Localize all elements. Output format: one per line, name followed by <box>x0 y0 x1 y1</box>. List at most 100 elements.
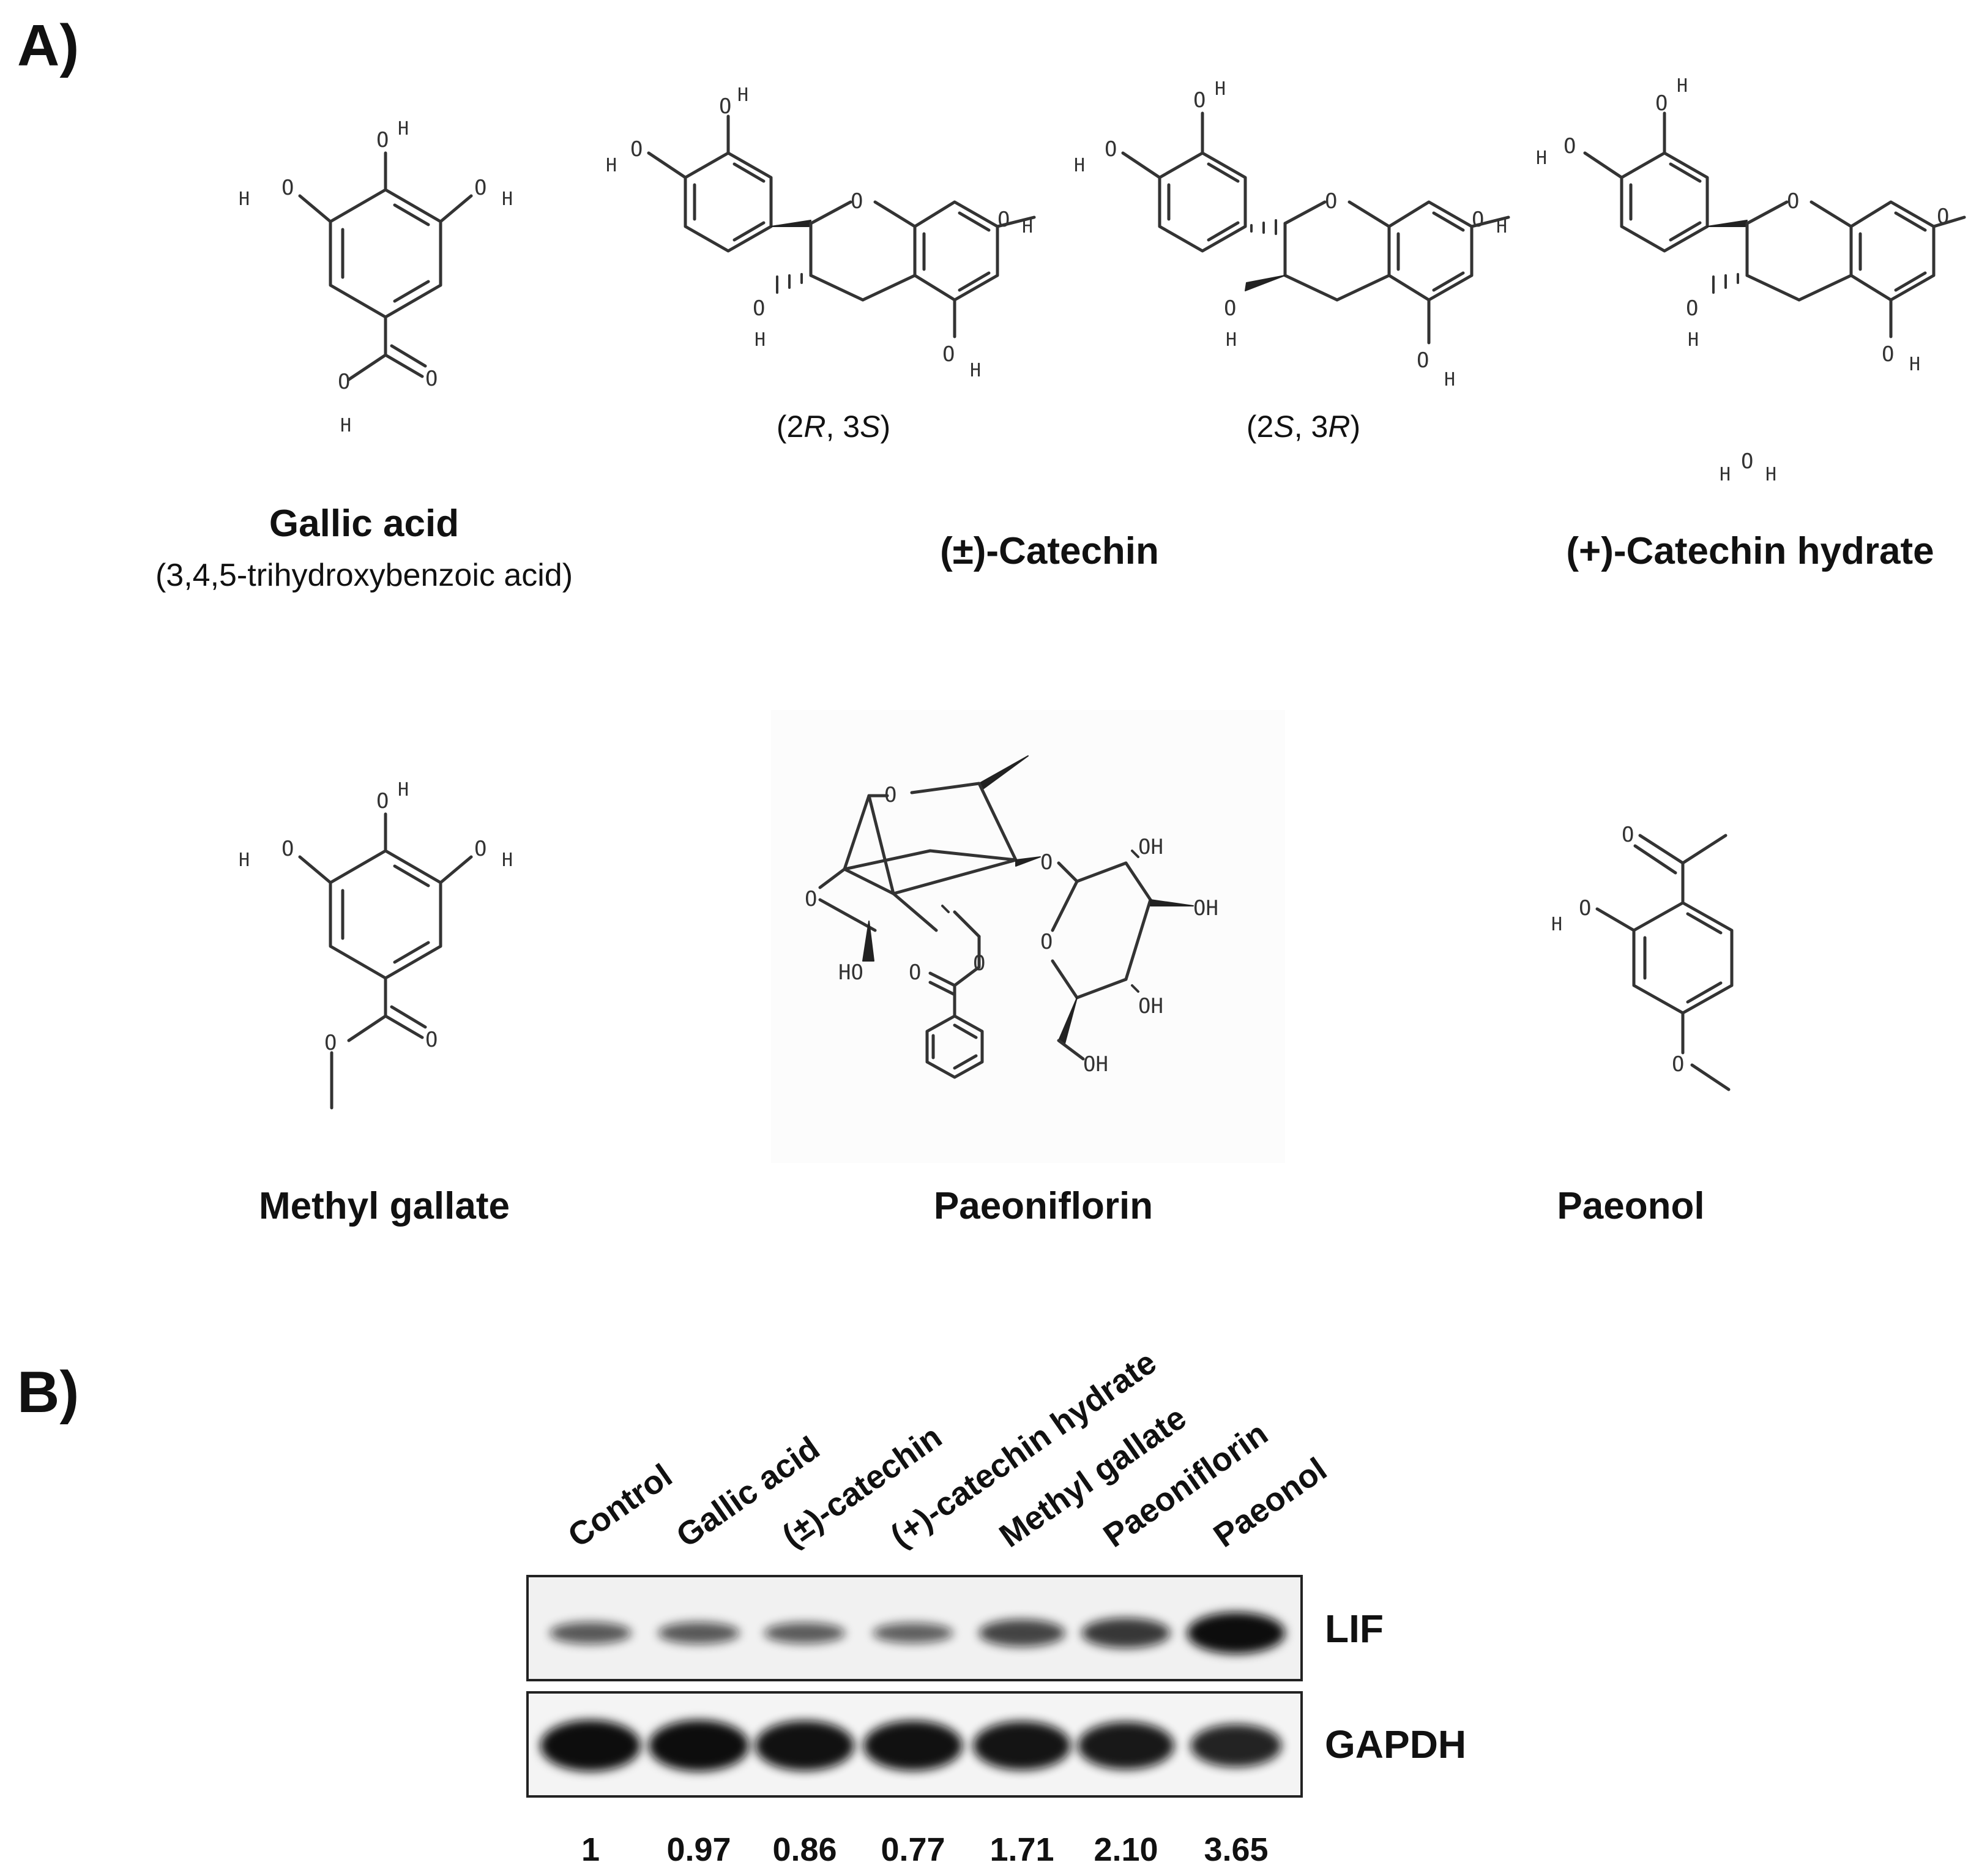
svg-text:O: O <box>973 951 985 976</box>
gapdh-band-catechin-hydrate <box>863 1721 963 1771</box>
row-label-lif: LIF <box>1325 1607 1384 1651</box>
catechin-stereo-label-1: (2R, 3S) <box>776 409 891 444</box>
svg-text:O: O <box>1325 189 1337 214</box>
svg-text:H: H <box>1074 155 1085 176</box>
svg-text:O: O <box>1655 91 1668 116</box>
svg-text:O: O <box>1937 204 1949 229</box>
compound-name-methyl-gallate: Methyl gallate <box>259 1185 510 1227</box>
lif-band-gallic-acid <box>658 1622 740 1644</box>
lif-band-methyl-gallate <box>978 1619 1065 1647</box>
svg-text:O: O <box>1672 1052 1684 1077</box>
compound-name-paeonol: Paeonol <box>1557 1185 1705 1227</box>
svg-text:OH: OH <box>1138 994 1163 1018</box>
svg-text:O: O <box>338 370 350 394</box>
svg-text:H: H <box>1226 329 1237 351</box>
svg-text:O: O <box>1787 189 1799 214</box>
svg-text:O: O <box>425 367 438 391</box>
panel-b-label: B) <box>17 1359 80 1425</box>
compound-name-catechin: (±)-Catechin <box>940 530 1159 572</box>
svg-text:O: O <box>474 176 486 200</box>
compound-name-paeoniflorin: Paeoniflorin <box>933 1185 1153 1227</box>
svg-text:H: H <box>970 360 981 381</box>
lif-band-catechin <box>764 1622 846 1644</box>
svg-text:O: O <box>1193 88 1206 113</box>
svg-text:O: O <box>1563 134 1576 159</box>
lif-band-catechin-hydrate <box>873 1623 953 1643</box>
gapdh-band-catechin <box>755 1721 854 1771</box>
paeoniflorin-structure: O O HO O O O O OH OH OH OH <box>771 710 1285 1163</box>
svg-text:H: H <box>1765 464 1776 485</box>
svg-text:O: O <box>1040 850 1053 875</box>
row-label-gapdh: GAPDH <box>1325 1722 1466 1766</box>
svg-text:H: H <box>1496 216 1507 237</box>
catechin-stereo-label-2: (2S, 3R) <box>1246 409 1361 444</box>
svg-text:O: O <box>719 94 731 119</box>
svg-text:H: H <box>1909 354 1920 375</box>
svg-text:O: O <box>1686 296 1698 321</box>
svg-text:O: O <box>1105 137 1117 162</box>
svg-text:O: O <box>805 887 817 911</box>
paeonol-structure: O OH O <box>1551 823 1734 1091</box>
svg-text:O: O <box>425 1028 438 1052</box>
svg-text:H: H <box>755 329 766 351</box>
svg-text:O: O <box>281 176 294 200</box>
svg-text:H: H <box>398 118 409 140</box>
svg-text:O: O <box>324 1031 337 1055</box>
lif-band-control <box>550 1621 632 1645</box>
svg-text:H: H <box>737 84 748 106</box>
lif-band-paeoniflorin <box>1081 1618 1171 1648</box>
svg-text:H: H <box>1677 75 1688 97</box>
compound-name-catechin-hydrate: (+)-Catechin hydrate <box>1566 530 1934 572</box>
svg-text:H: H <box>239 189 250 210</box>
svg-text:H: H <box>1444 369 1455 391</box>
gapdh-band-methyl-gallate <box>973 1721 1071 1770</box>
svg-text:O: O <box>1741 449 1753 474</box>
svg-text:H: H <box>1720 464 1731 485</box>
svg-text:H: H <box>1551 914 1562 935</box>
lane-label-control: Control <box>561 1457 679 1555</box>
svg-text:O: O <box>474 837 486 861</box>
gapdh-band-paeonol <box>1190 1724 1282 1767</box>
svg-text:O: O <box>1579 896 1591 921</box>
svg-text:O: O <box>630 137 643 162</box>
lif-ratio-paeoniflorin: 2.10 <box>1094 1831 1158 1868</box>
lif-ratio-gallic-acid: 0.97 <box>666 1831 731 1868</box>
svg-text:O: O <box>1882 342 1894 367</box>
svg-text:O: O <box>376 128 389 152</box>
compound-name-gallic-acid: Gallic acid <box>269 503 460 545</box>
panel-a-label: A) <box>17 13 80 78</box>
svg-text:H: H <box>1215 80 1226 100</box>
svg-text:O: O <box>884 783 896 807</box>
gapdh-band-paeoniflorin <box>1078 1722 1174 1769</box>
svg-text:O: O <box>1417 348 1429 373</box>
svg-text:O: O <box>1224 296 1236 321</box>
svg-text:H: H <box>606 155 617 176</box>
lif-ratio-paeonol: 3.65 <box>1204 1831 1268 1868</box>
svg-text:OH: OH <box>1083 1052 1108 1077</box>
svg-text:O: O <box>909 960 921 985</box>
svg-text:H: H <box>1688 329 1699 351</box>
svg-text:O: O <box>1472 207 1484 232</box>
svg-text:O: O <box>851 189 863 214</box>
svg-text:H: H <box>340 415 351 436</box>
svg-text:H: H <box>1536 148 1547 169</box>
svg-text:HO: HO <box>838 960 863 985</box>
svg-text:H: H <box>502 189 513 210</box>
gapdh-band-gallic-acid <box>649 1720 749 1771</box>
svg-text:O: O <box>753 296 765 321</box>
svg-text:H: H <box>1022 216 1033 237</box>
svg-text:OH: OH <box>1193 896 1218 921</box>
compound-subtitle-gallic-acid: (3,4,5-trihydroxybenzoic acid) <box>155 558 573 593</box>
svg-text:O: O <box>1040 930 1053 954</box>
svg-text:O: O <box>376 789 389 813</box>
gapdh-band-control <box>540 1720 641 1771</box>
svg-text:O: O <box>997 207 1010 232</box>
lif-band-paeonol <box>1187 1612 1285 1654</box>
